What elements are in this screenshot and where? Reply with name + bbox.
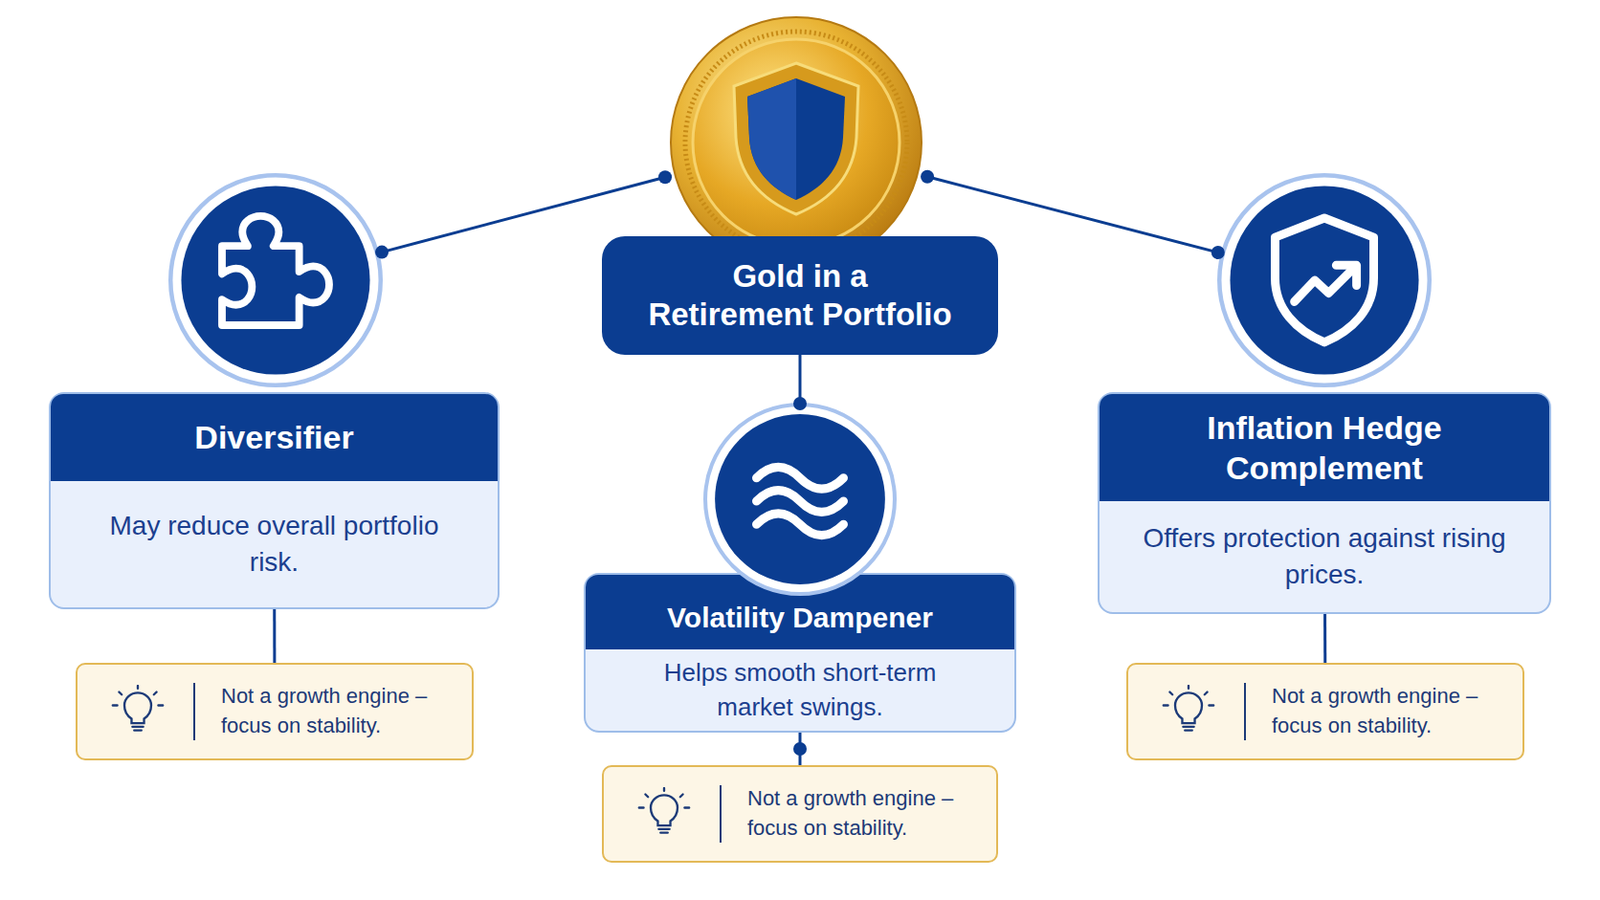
connector-dot bbox=[920, 170, 934, 184]
wave-icon bbox=[756, 490, 845, 513]
connector-dot bbox=[1211, 245, 1225, 260]
connector bbox=[793, 355, 807, 411]
circle-ring bbox=[705, 404, 895, 595]
card-box: Volatility DampenerHelps smooth short-te… bbox=[583, 573, 1017, 734]
coin-shield-border bbox=[733, 63, 859, 215]
coin-shield-highlight bbox=[747, 78, 797, 200]
coin-rim bbox=[670, 17, 922, 268]
tip-box: Not a growth engine – focus on stability… bbox=[601, 765, 999, 864]
icon-circle bbox=[168, 173, 383, 388]
tip-note: Not a growth engine – focus on stability… bbox=[747, 784, 976, 845]
center-box: Gold in a Retirement Portfolio bbox=[601, 236, 999, 356]
lightbulb-icon bbox=[1161, 685, 1216, 739]
connector-line bbox=[1323, 614, 1327, 664]
wave-icon bbox=[756, 466, 845, 489]
card-heading: Diversifier bbox=[50, 394, 498, 482]
tip-box: Not a growth engine – focus on stability… bbox=[1126, 663, 1525, 761]
connector-line bbox=[272, 609, 276, 664]
trend-arrow-head bbox=[1335, 265, 1356, 286]
gold-coin bbox=[668, 15, 924, 270]
connector-line bbox=[799, 733, 802, 766]
coin-face bbox=[692, 39, 900, 246]
connector bbox=[1324, 614, 1326, 664]
lightbulb-icon bbox=[111, 685, 165, 739]
wave-icon bbox=[756, 513, 845, 536]
card-heading: Inflation Hedge Complement bbox=[1099, 394, 1550, 502]
connector-dot bbox=[793, 397, 807, 411]
coin-milling bbox=[685, 31, 908, 254]
tip-divider bbox=[193, 683, 196, 741]
icon-circle bbox=[703, 402, 897, 597]
shield-icon bbox=[1274, 218, 1374, 343]
tip-note: Not a growth engine – focus on stability… bbox=[1271, 682, 1502, 742]
trend-arrow bbox=[1294, 267, 1356, 303]
connector-line bbox=[799, 355, 802, 404]
icon-circle bbox=[1217, 173, 1432, 388]
circle-disc bbox=[180, 185, 370, 375]
tip-divider bbox=[719, 785, 722, 844]
card-description: Offers protection against rising prices. bbox=[1099, 501, 1550, 613]
connector bbox=[273, 609, 275, 664]
central-topic: Gold in a Retirement Portfolio bbox=[647, 257, 954, 334]
connector-dot bbox=[793, 742, 807, 756]
card-description: Helps smooth short-term market swings. bbox=[585, 649, 1015, 732]
coin-shield bbox=[747, 78, 845, 200]
card-description: May reduce overall portfolio risk. bbox=[50, 481, 498, 608]
connector-dot bbox=[658, 170, 672, 184]
tip-divider bbox=[1244, 683, 1246, 741]
circle-ring bbox=[170, 175, 381, 386]
card-box: DiversifierMay reduce overall portfolio … bbox=[48, 392, 500, 610]
tip-note: Not a growth engine – focus on stability… bbox=[221, 682, 451, 742]
lightbulb-icon bbox=[637, 787, 691, 842]
puzzle-icon bbox=[222, 216, 330, 326]
circle-disc bbox=[714, 414, 886, 585]
card-box: Inflation Hedge ComplementOffers protect… bbox=[1097, 392, 1552, 615]
tip-box: Not a growth engine – focus on stability… bbox=[75, 663, 474, 761]
connector bbox=[793, 733, 807, 766]
circle-ring bbox=[1219, 175, 1430, 386]
connector-dot bbox=[375, 245, 389, 260]
circle-disc bbox=[1229, 185, 1419, 375]
